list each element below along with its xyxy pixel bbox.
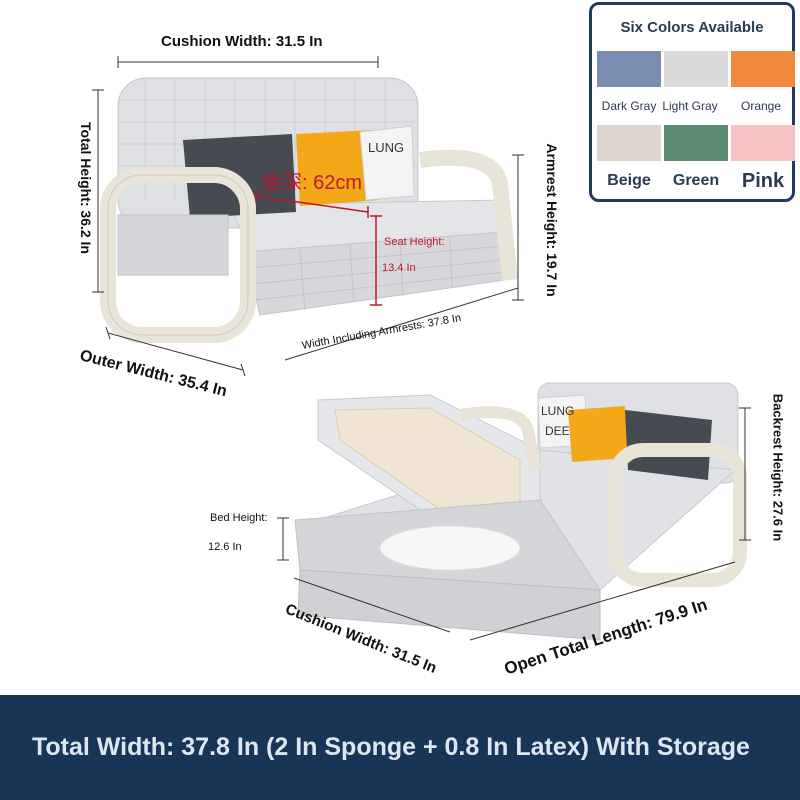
- colors-panel: Six Colors Available Dark Gray Light Gra…: [589, 2, 795, 202]
- seat-depth-label: 坐深: 62cm: [262, 172, 363, 194]
- sofa-bed-open-drawing: [277, 382, 751, 641]
- pillow-text-top: LUNG: [368, 140, 405, 155]
- swatch-dark-gray-label: Dark Gray: [601, 99, 657, 113]
- swatch-light-gray-label: Light Gray: [662, 99, 718, 113]
- seat-height-value: 13.4 In: [382, 262, 416, 274]
- bottom-banner: Total Width: 37.8 In (2 In Sponge + 0.8 …: [0, 695, 800, 800]
- swatch-green[interactable]: [664, 125, 728, 161]
- swatch-dark-gray[interactable]: [597, 51, 661, 87]
- swatch-light-gray[interactable]: [664, 51, 728, 87]
- swatch-pink-label: Pink: [741, 170, 785, 192]
- bottom-banner-text: Total Width: 37.8 In (2 In Sponge + 0.8 …: [32, 733, 750, 761]
- swatch-beige[interactable]: [597, 125, 661, 161]
- armrest-height-label: Armrest Height: 19.7 In: [544, 143, 560, 297]
- cushion-width-top-label: Cushion Width: 31.5 In: [161, 33, 323, 50]
- pillow-text-bottom-1: LUNG: [541, 404, 575, 418]
- bed-height-label: Bed Height:: [210, 512, 268, 524]
- bed-height-value: 12.6 In: [208, 541, 242, 553]
- seat-height-label: Seat Height:: [384, 236, 445, 248]
- colors-panel-title: Six Colors Available: [620, 19, 764, 36]
- pillow-text-bottom-2: DEE: [545, 424, 570, 438]
- swatch-green-label: Green: [672, 172, 720, 189]
- swatch-orange[interactable]: [731, 51, 795, 87]
- sofa-bed-illustration: [92, 56, 751, 641]
- swatch-pink[interactable]: [731, 125, 795, 161]
- total-height-label: Total Height: 36.2 In: [78, 122, 94, 254]
- swatch-orange-label: Orange: [740, 99, 782, 113]
- sofa-closed-drawing: [92, 56, 524, 377]
- swatch-beige-label: Beige: [607, 172, 651, 189]
- backrest-height-label: Backrest Height: 27.6 In: [770, 393, 786, 542]
